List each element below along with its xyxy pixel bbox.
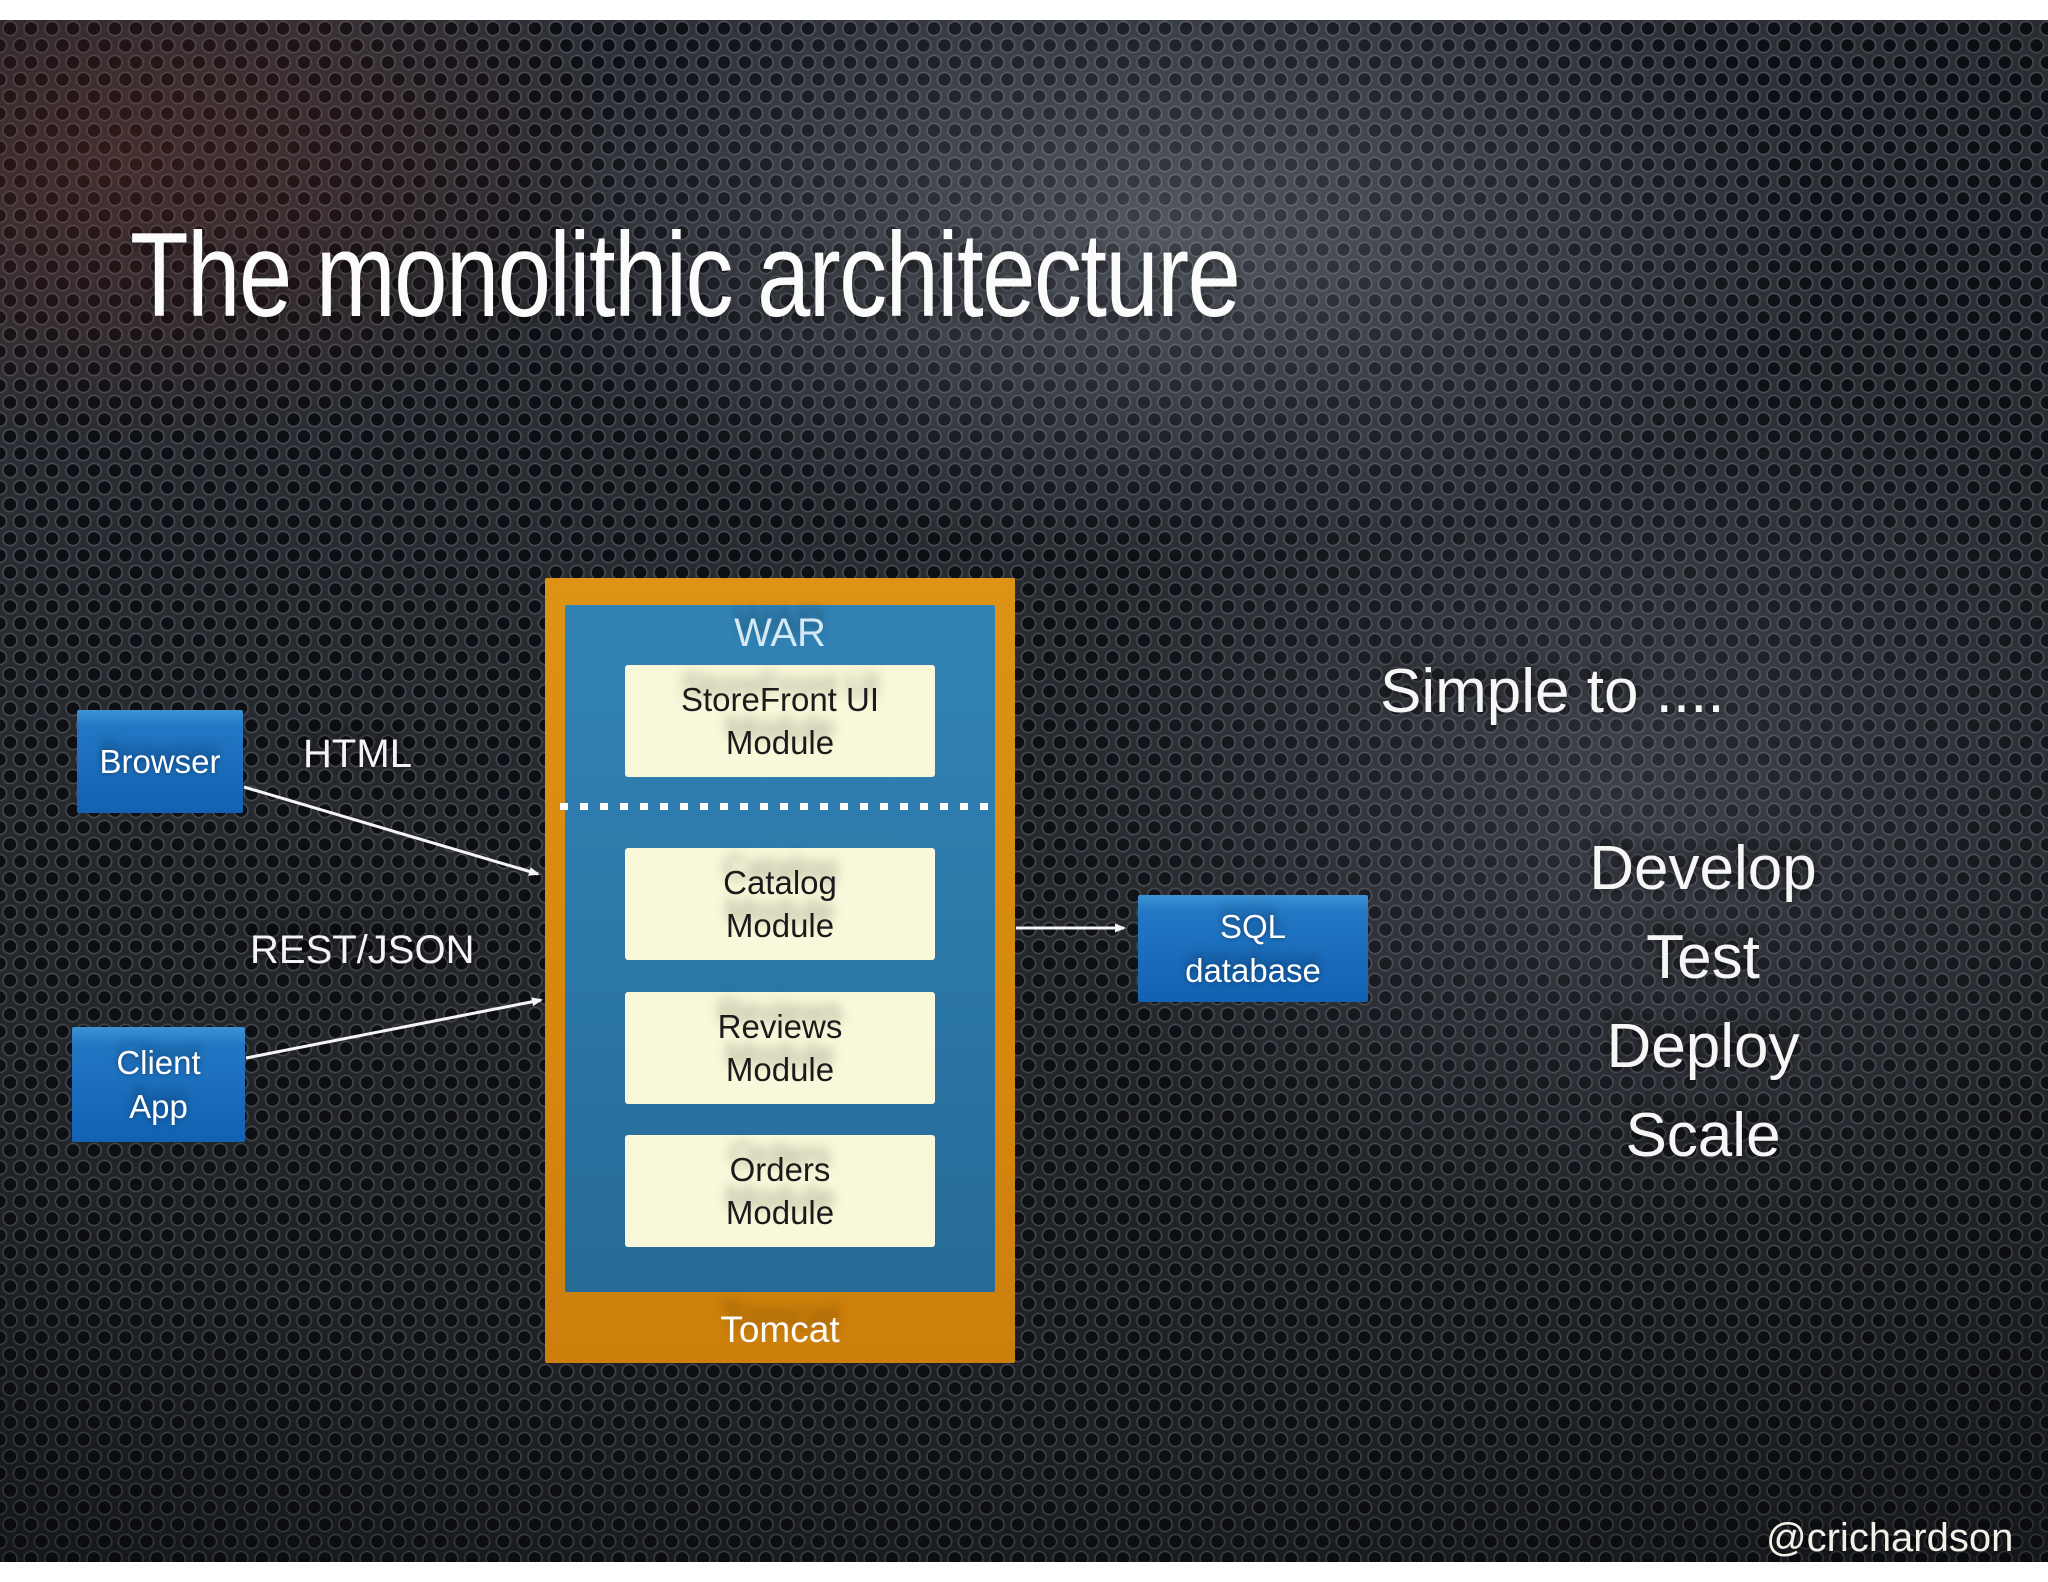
client-app-box: Client App: [72, 1027, 245, 1142]
sql-database-line2: database: [1185, 951, 1321, 989]
module-separator-dotted-line: [560, 803, 992, 810]
war-label: WAR: [734, 611, 826, 655]
module-storefront-ui-line2: Module: [725, 724, 835, 761]
quality-develop: Develop: [1589, 834, 1817, 903]
browser-box: Browser: [77, 710, 243, 813]
qualities-list: Develop Test Deploy Scale: [1518, 824, 1888, 1180]
module-storefront-ui: StoreFront UI Module: [625, 665, 935, 777]
tomcat-label: Tomcat: [720, 1309, 840, 1350]
module-orders-line2: Module: [725, 1194, 835, 1231]
sql-database-line1: SQL: [1219, 907, 1287, 945]
rest-json-protocol-label: REST/JSON: [250, 928, 475, 972]
module-catalog-line2: Module: [725, 907, 835, 944]
slide-background: The monolithic architecture Browser Clie…: [0, 20, 2048, 1562]
client-app-label-line2: App: [129, 1087, 188, 1125]
arrow-clientapp-to-war: [245, 997, 543, 1060]
module-orders: Orders Module: [625, 1135, 935, 1247]
module-reviews-line1: Reviews: [717, 1008, 843, 1045]
quality-deploy: Deploy: [1606, 1012, 1800, 1081]
browser-label: Browser: [99, 742, 221, 780]
module-storefront-ui-line1: StoreFront UI: [680, 681, 880, 718]
client-app-label-line1: Client: [116, 1043, 201, 1081]
module-reviews: Reviews Module: [625, 992, 935, 1104]
module-orders-line1: Orders: [729, 1151, 831, 1188]
tomcat-container-box: WAR StoreFront UI Module Catalog Module …: [545, 578, 1015, 1363]
page-title: The monolithic architecture: [130, 208, 1241, 342]
sql-database-box: SQL database: [1138, 895, 1368, 1002]
module-catalog: Catalog Module: [625, 848, 935, 960]
quality-scale: Scale: [1625, 1101, 1781, 1170]
war-box: WAR StoreFront UI Module Catalog Module …: [560, 605, 995, 1292]
quality-test: Test: [1646, 923, 1760, 992]
simple-to-heading: Simple to ....: [1380, 657, 1725, 726]
module-catalog-line1: Catalog: [723, 864, 837, 901]
html-protocol-label: HTML: [303, 732, 412, 776]
author-handle: @crichardson: [1766, 1516, 2014, 1560]
arrow-browser-to-war: [243, 785, 540, 876]
module-reviews-line2: Module: [725, 1051, 835, 1088]
